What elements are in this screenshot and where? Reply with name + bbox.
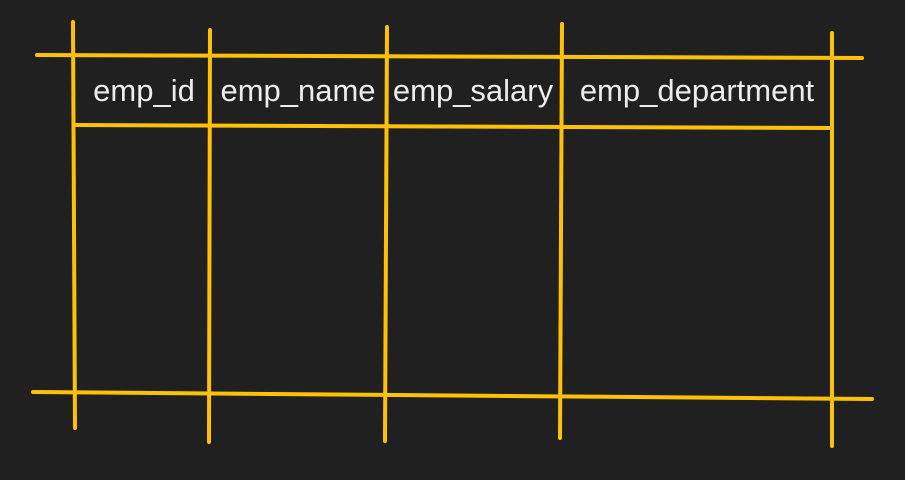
column-header-emp-id: emp_id xyxy=(93,73,195,108)
line-column-divider-2 xyxy=(207,28,212,444)
line-column-divider-3 xyxy=(383,25,389,443)
line-top-border xyxy=(35,53,864,60)
column-header-emp-name: emp_name xyxy=(220,73,376,108)
line-column-divider-4 xyxy=(558,22,564,440)
line-header-separator xyxy=(74,123,834,130)
line-bottom-border xyxy=(31,390,874,401)
line-column-divider-1 xyxy=(71,20,77,430)
column-header-emp-department: emp_department xyxy=(579,73,815,108)
column-header-emp-salary: emp_salary xyxy=(392,73,554,108)
